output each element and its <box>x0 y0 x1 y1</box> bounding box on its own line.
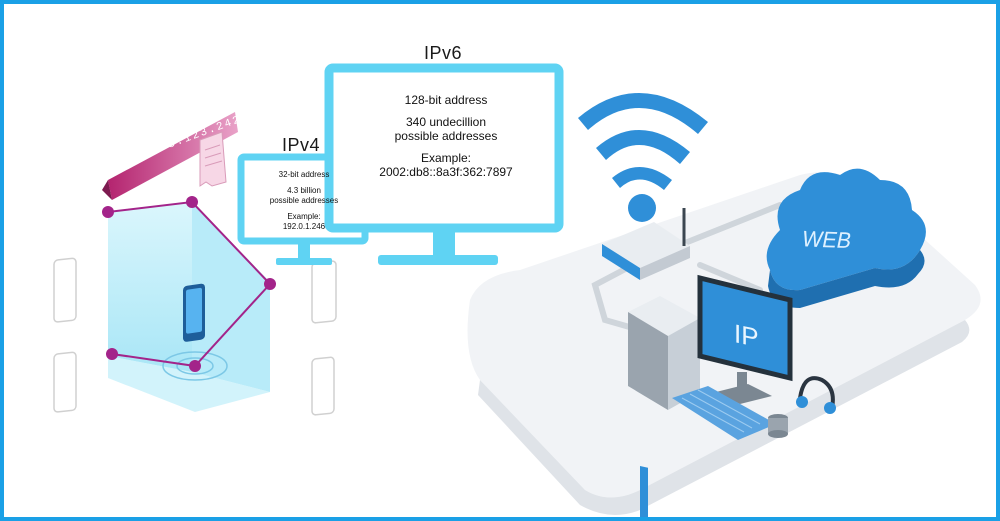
ipv6-screen-content: 128-bit address 340 undecillion possible… <box>337 93 555 179</box>
ipv4-screen-content: 32-bit address 4.3 billion possible addr… <box>248 170 360 232</box>
ipv4-title: IPv4 <box>282 135 321 155</box>
web-cloud-label: WEB <box>799 226 855 254</box>
ipv6-bits: 128-bit address <box>404 93 488 107</box>
ipv6-example-value: 2002:db8::8a3f:362:7897 <box>379 165 513 179</box>
web-cloud <box>766 168 926 308</box>
network-platform-illustration <box>467 92 981 521</box>
ipv4-example-label: Example: <box>287 212 321 221</box>
ipv6-monitor <box>324 63 564 265</box>
network-cube-illustration <box>53 112 337 416</box>
ipv6-count-line2: possible addresses <box>394 129 498 143</box>
ipv4-bits: 32-bit address <box>278 170 330 179</box>
ipv6-example-label: Example: <box>420 151 472 165</box>
ipv6-count-line1: 340 undecillion <box>405 115 487 129</box>
computer-ip-label: IP <box>734 318 759 354</box>
ipv4-count-line2: possible addresses <box>269 196 339 205</box>
ipv6-title: IPv6 <box>424 43 463 63</box>
ipv4-count-line1: 4.3 billion <box>287 186 321 195</box>
ipv4-example-value: 192.0.1.246 <box>282 222 326 231</box>
